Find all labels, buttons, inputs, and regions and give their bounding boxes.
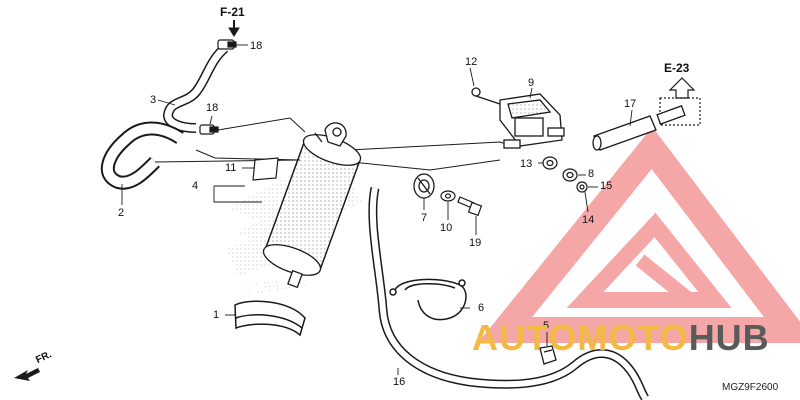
front-direction-arrow — [14, 368, 40, 381]
reference-arrow-e23 — [659, 77, 701, 126]
leader-lines — [121, 44, 633, 375]
bolt-19 — [457, 196, 483, 217]
part-number-14: 14 — [582, 214, 595, 226]
watermark-hub: HUB — [688, 317, 770, 358]
washer-15 — [576, 181, 588, 193]
watermark-auto: AUTO — [472, 317, 578, 358]
part-number-9: 9 — [528, 77, 535, 89]
reference-arrow-f21 — [228, 20, 240, 37]
diagram-code: MGZ9F2600 — [722, 382, 779, 393]
canister-4 — [262, 122, 362, 289]
clamp-18-top — [217, 39, 237, 50]
part-number-19: 19 — [469, 237, 482, 249]
part-number-8: 8 — [588, 168, 595, 180]
clip-6 — [389, 278, 467, 321]
washer-10 — [440, 190, 456, 202]
clip-5 — [539, 345, 557, 365]
reference-f21: F-21 — [220, 5, 245, 19]
solenoid-valve-9 — [471, 87, 565, 149]
part-number-7: 7 — [421, 212, 428, 224]
part-number-15: 15 — [600, 180, 613, 192]
part-number-11: 11 — [225, 162, 237, 174]
grommet-7 — [413, 173, 435, 199]
collar-8 — [562, 168, 578, 182]
part-number-16: 16 — [393, 376, 406, 388]
watermark-logo — [477, 126, 800, 343]
part-number-1: 1 — [213, 309, 220, 321]
part-number-3: 3 — [150, 94, 157, 106]
band-1 — [234, 300, 306, 337]
grommet-13 — [542, 156, 558, 170]
part-number-17: 17 — [624, 98, 637, 110]
label-11 — [252, 157, 279, 181]
part-number-18-mid: 18 — [206, 102, 219, 114]
part-number-4: 4 — [192, 180, 199, 192]
part-number-13: 13 — [520, 158, 533, 170]
hose-16 — [368, 187, 649, 400]
hose-17 — [592, 105, 686, 151]
part-number-2: 2 — [118, 207, 125, 219]
part-number-12: 12 — [465, 56, 478, 68]
hose-3 — [162, 44, 229, 133]
part-number-18-top: 18 — [250, 40, 263, 52]
part-number-10: 10 — [440, 222, 453, 234]
reference-e23: E-23 — [664, 61, 690, 75]
part-number-6: 6 — [478, 302, 485, 314]
hose-2 — [100, 121, 184, 190]
part-number-5: 5 — [543, 320, 550, 332]
watermark-text: AUTOMOTOHUB — [472, 318, 770, 358]
watermark-moto: MOTO — [577, 317, 689, 358]
clamp-18-mid — [199, 124, 219, 135]
